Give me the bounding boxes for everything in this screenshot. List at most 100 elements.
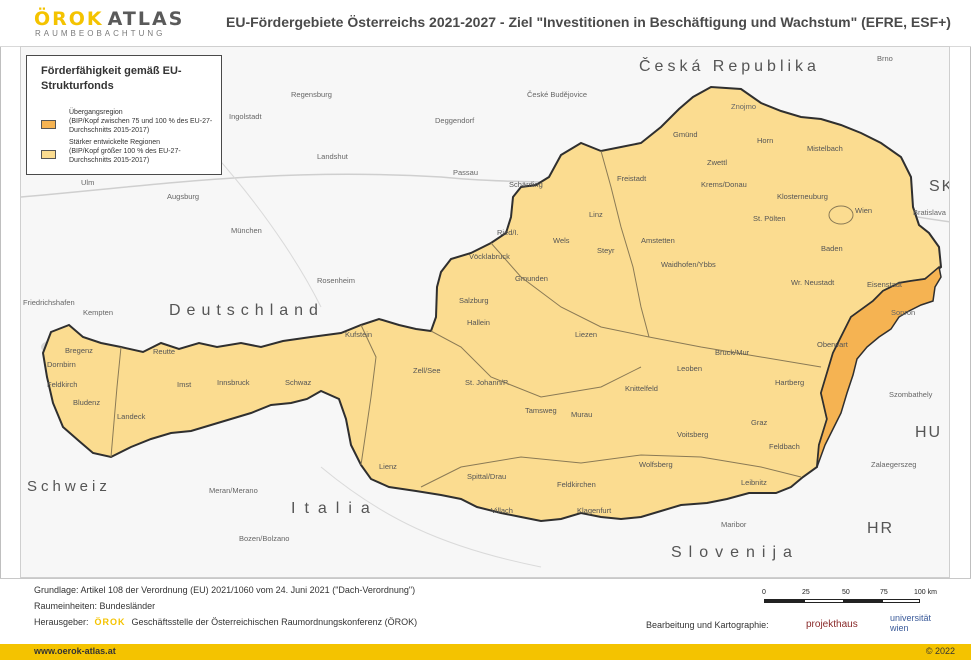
city-label: Bruck/Mur xyxy=(715,348,750,357)
city-label-foreign: Meran/Merano xyxy=(209,486,258,495)
border-wien xyxy=(828,205,854,225)
scale-segment xyxy=(882,599,920,603)
legend-label: Übergangsregion xyxy=(69,109,123,116)
publisher-name: Geschäftsstelle der Österreichischen Rau… xyxy=(131,617,418,627)
legend-item-developed: Stärker entwickelte Regionen (BIP/Kopf g… xyxy=(69,138,217,165)
city-label-foreign: Friedrichshafen xyxy=(23,298,75,307)
city-label: Murau xyxy=(571,410,592,419)
city-label: Mistelbach xyxy=(807,144,843,153)
copyright-year: © 2022 xyxy=(925,646,955,656)
city-label-foreign: Augsburg xyxy=(167,192,199,201)
city-label: Tamsweg xyxy=(525,406,557,415)
logo-subtitle: RAUMBEOBACHTUNG xyxy=(35,29,166,38)
city-label-foreign: Maribor xyxy=(721,520,747,529)
city-label-foreign: Kempten xyxy=(83,308,113,317)
border-ooe-noe xyxy=(600,150,650,338)
city-label: Zell/See xyxy=(413,366,441,375)
footer: Grundlage: Artikel 108 der Verordnung (E… xyxy=(0,578,971,645)
map-title: EU-Fördergebiete Österreichs 2021-2027 -… xyxy=(226,14,951,30)
city-label: Landeck xyxy=(117,412,146,421)
footer-basis: Grundlage: Artikel 108 der Verordnung (E… xyxy=(34,585,416,595)
city-label: Lienz xyxy=(379,462,397,471)
city-label: Linz xyxy=(589,210,603,219)
region-transition-burgenland[interactable] xyxy=(816,265,942,468)
city-label: Wien xyxy=(855,206,872,215)
city-label: Krems/Donau xyxy=(701,180,747,189)
country-label: HR xyxy=(867,520,894,537)
country-label: SK xyxy=(929,178,950,195)
border-tirol-salzburg xyxy=(360,324,377,466)
city-label-foreign: Rosenheim xyxy=(317,276,355,285)
country-label: Deutschland xyxy=(169,302,324,319)
legend-title: Förderfähigkeit gemäß EU-Strukturfonds xyxy=(41,65,182,92)
city-label: Bludenz xyxy=(73,398,100,407)
city-label: Wolfsberg xyxy=(639,460,673,469)
map-legend: Förderfähigkeit gemäß EU-Strukturfonds Ü… xyxy=(26,55,222,175)
city-label: Ried/I. xyxy=(497,228,519,237)
city-label-foreign: Brno xyxy=(877,54,893,63)
scale-tick: 75 xyxy=(880,589,888,596)
city-label: Zwettl xyxy=(707,158,727,167)
scale-segment xyxy=(844,599,882,603)
city-label: Schärding xyxy=(509,180,543,189)
city-label: Steyr xyxy=(597,246,615,255)
scale-bar: 0 25 50 75 100 km xyxy=(762,589,942,611)
city-label: Feldkirch xyxy=(47,380,77,389)
legend-swatch-developed xyxy=(41,150,56,159)
city-label: Amstetten xyxy=(641,236,675,245)
legend-label: Stärker entwickelte Regionen xyxy=(69,139,161,146)
city-label: Imst xyxy=(177,380,192,389)
univie-logo[interactable]: universität wien xyxy=(890,613,932,633)
bottom-bar: www.oerok-atlas.at © 2022 xyxy=(0,644,971,660)
city-label: Kufstein xyxy=(345,330,372,339)
city-label: Voitsberg xyxy=(677,430,708,439)
city-label-foreign: Zalaegerszeg xyxy=(871,460,916,469)
city-label-foreign: Passau xyxy=(453,168,478,177)
scale-segment xyxy=(804,599,844,603)
city-label-foreign: Bratislava xyxy=(913,208,947,217)
legend-detail: (BIP/Kopf zwischen 75 und 100 % des EU-2… xyxy=(69,118,213,134)
website-link[interactable]: www.oerok-atlas.at xyxy=(34,646,116,656)
city-label: Hallein xyxy=(467,318,490,327)
city-label: Feldbach xyxy=(769,442,800,451)
city-label: Freistadt xyxy=(617,174,647,183)
map-area[interactable]: Česká Republika Deutschland Schweiz Ital… xyxy=(20,46,950,578)
projekthaus-logo[interactable]: projekthaus xyxy=(806,619,858,630)
country-label: Italia xyxy=(291,500,379,517)
scale-tick: 50 xyxy=(842,589,850,596)
city-label-foreign: Sopron xyxy=(891,308,915,317)
city-label: Innsbruck xyxy=(217,378,250,387)
border-stmk-kaernten xyxy=(420,454,802,488)
city-label: Salzburg xyxy=(459,296,489,305)
city-label-foreign: České Budějovice xyxy=(527,90,587,99)
road-line xyxy=(320,466,542,568)
city-label: Leoben xyxy=(677,364,702,373)
city-label-foreign: Ulm xyxy=(81,178,94,187)
scale-tick: 25 xyxy=(802,589,810,596)
city-label: Gmünd xyxy=(673,130,698,139)
city-label: Hartberg xyxy=(775,378,804,387)
city-label: Schwaz xyxy=(285,378,312,387)
scale-tick: 0 xyxy=(762,589,766,596)
city-label: Klosterneuburg xyxy=(777,192,828,201)
city-label: Reutte xyxy=(153,347,175,356)
border-noe-stmk xyxy=(648,336,822,368)
logo-orok: ÖROK xyxy=(34,8,104,30)
city-label-foreign: Landshut xyxy=(317,152,349,161)
city-label: Horn xyxy=(757,136,773,145)
city-label: Dornbirn xyxy=(47,360,76,369)
border-salzburg-stmk xyxy=(430,330,642,398)
city-label: Spittal/Drau xyxy=(467,472,506,481)
city-label: Bregenz xyxy=(65,346,93,355)
city-label: Waidhofen/Ybbs xyxy=(661,260,716,269)
country-label: Česká Republika xyxy=(639,56,820,75)
city-label: Baden xyxy=(821,244,843,253)
scale-segment xyxy=(764,599,804,603)
city-label: Oberwart xyxy=(817,340,849,349)
city-label: Knittelfeld xyxy=(625,384,658,393)
legend-detail: (BIP/Kopf größer 100 % des EU-27-Durchsc… xyxy=(69,148,181,164)
legend-swatch-transition xyxy=(41,120,56,129)
